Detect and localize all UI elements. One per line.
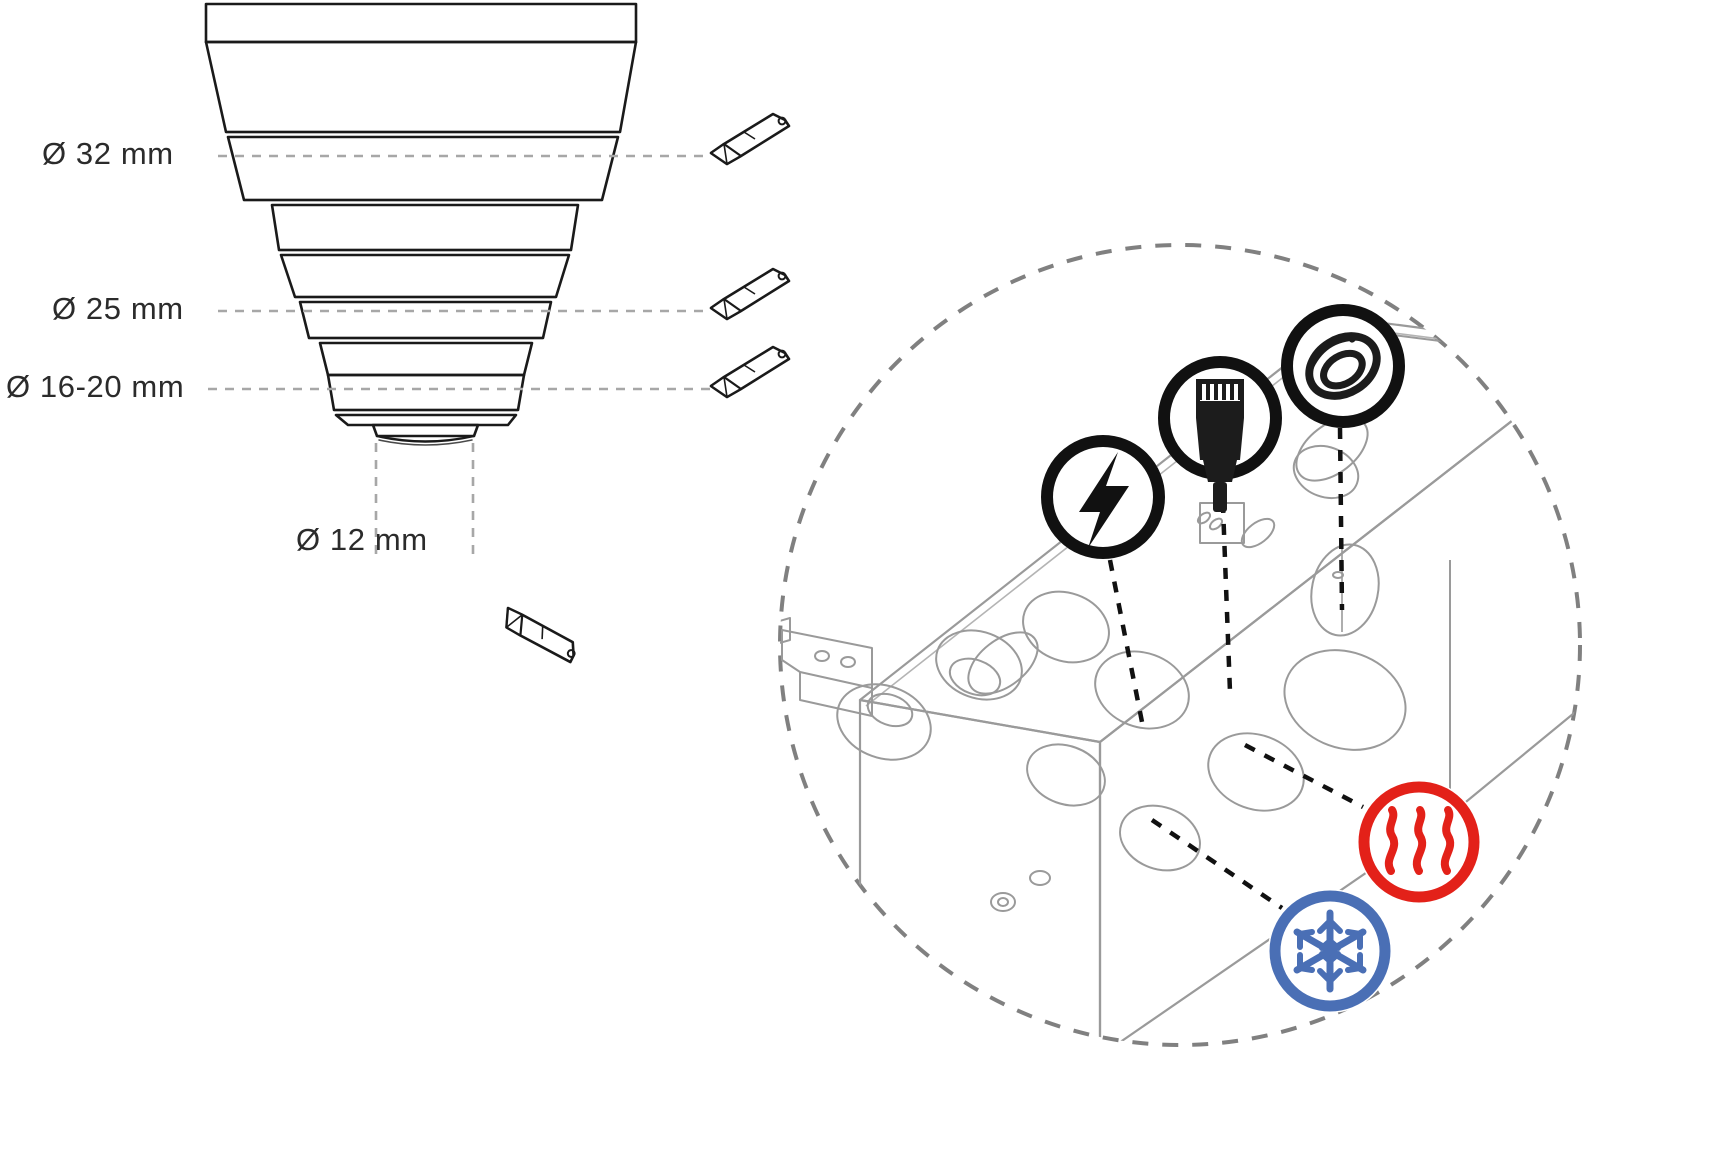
badge-cooling[interactable]	[1268, 889, 1392, 1013]
leader-grommet	[1337, 427, 1345, 611]
badge-electrical[interactable]	[1041, 435, 1165, 559]
dimension-label-12: Ø 12 mm	[296, 522, 428, 557]
heat-waves-icon	[1384, 806, 1455, 875]
badge-ring-heating	[1358, 781, 1480, 903]
dimension-leaders	[208, 154, 710, 560]
badge-ring-electrical	[1041, 435, 1165, 559]
dimension-label-16-20: Ø 16-20 mm	[6, 369, 185, 404]
enclosure-side-face	[1098, 358, 1580, 1045]
dimension-label-32: Ø 32 mm	[42, 136, 174, 171]
leader-electrical	[1107, 559, 1145, 723]
knockouts-face	[836, 444, 1407, 872]
leader-network	[1219, 479, 1233, 693]
grommet-ring-icon	[1305, 332, 1381, 400]
leader-heating	[1243, 743, 1365, 809]
detail-view-outline	[778, 243, 1582, 1047]
rj45-plug-icon	[1196, 379, 1244, 512]
dimension-label-25: Ø 25 mm	[52, 291, 184, 326]
leader-cooling	[1150, 818, 1284, 910]
badge-network[interactable]	[1158, 356, 1282, 512]
badge-leader-lines	[1107, 427, 1365, 910]
grommet-body	[204, 2, 638, 446]
snowflake-icon	[1293, 909, 1367, 993]
badge-grommet[interactable]	[1281, 304, 1405, 428]
enclosure-front-face	[858, 698, 1102, 1045]
badge-ring-cooling	[1269, 890, 1391, 1012]
mounting-bracket	[780, 617, 873, 717]
lightning-bolt-icon	[1079, 452, 1129, 548]
grommet-shoulder	[334, 413, 518, 427]
badge-ring-grommet	[1281, 304, 1405, 428]
badge-heating[interactable]	[1357, 780, 1481, 904]
